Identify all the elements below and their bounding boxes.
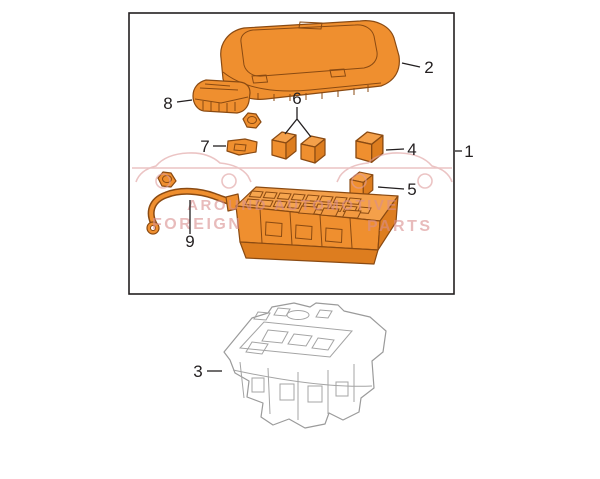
leader-line-8 bbox=[176, 99, 193, 103]
watermark-line2-right: PARTS bbox=[367, 218, 433, 235]
part-3-lower-housing bbox=[223, 302, 387, 429]
callout-5: 5 bbox=[407, 180, 416, 199]
callout-2: 2 bbox=[424, 58, 433, 77]
leader-line-5 bbox=[377, 186, 405, 190]
part-7-bracket bbox=[226, 138, 258, 156]
watermark-car-left-icon bbox=[135, 152, 252, 189]
leader-line-4 bbox=[385, 148, 405, 151]
callout-3: 3 bbox=[193, 362, 202, 381]
watermark: AROUND AUTOMOTIVE FOREIGN PARTS bbox=[132, 152, 453, 235]
part-8-small-cover bbox=[192, 79, 251, 114]
watermark-car-right-icon bbox=[336, 152, 453, 189]
leader-line-6 bbox=[284, 107, 312, 138]
callout-7: 7 bbox=[200, 137, 209, 156]
callout-6: 6 bbox=[292, 89, 301, 108]
part-1-fuse-block-body bbox=[225, 186, 399, 265]
part-9-ground-cable bbox=[146, 187, 237, 235]
watermark-line1: AROUND AUTOMOTIVE bbox=[187, 197, 399, 214]
watermark-line2-left: FOREIGN bbox=[152, 216, 242, 233]
callout-8: 8 bbox=[163, 94, 172, 113]
callout-1: 1 bbox=[464, 142, 473, 161]
part-2-fuse-box-cover bbox=[220, 20, 400, 101]
leader-line-2 bbox=[401, 62, 421, 68]
callouts: 1 2 3 4 5 6 7 8 9 bbox=[163, 58, 473, 381]
callout-9: 9 bbox=[185, 232, 194, 251]
callout-4: 4 bbox=[407, 140, 416, 159]
